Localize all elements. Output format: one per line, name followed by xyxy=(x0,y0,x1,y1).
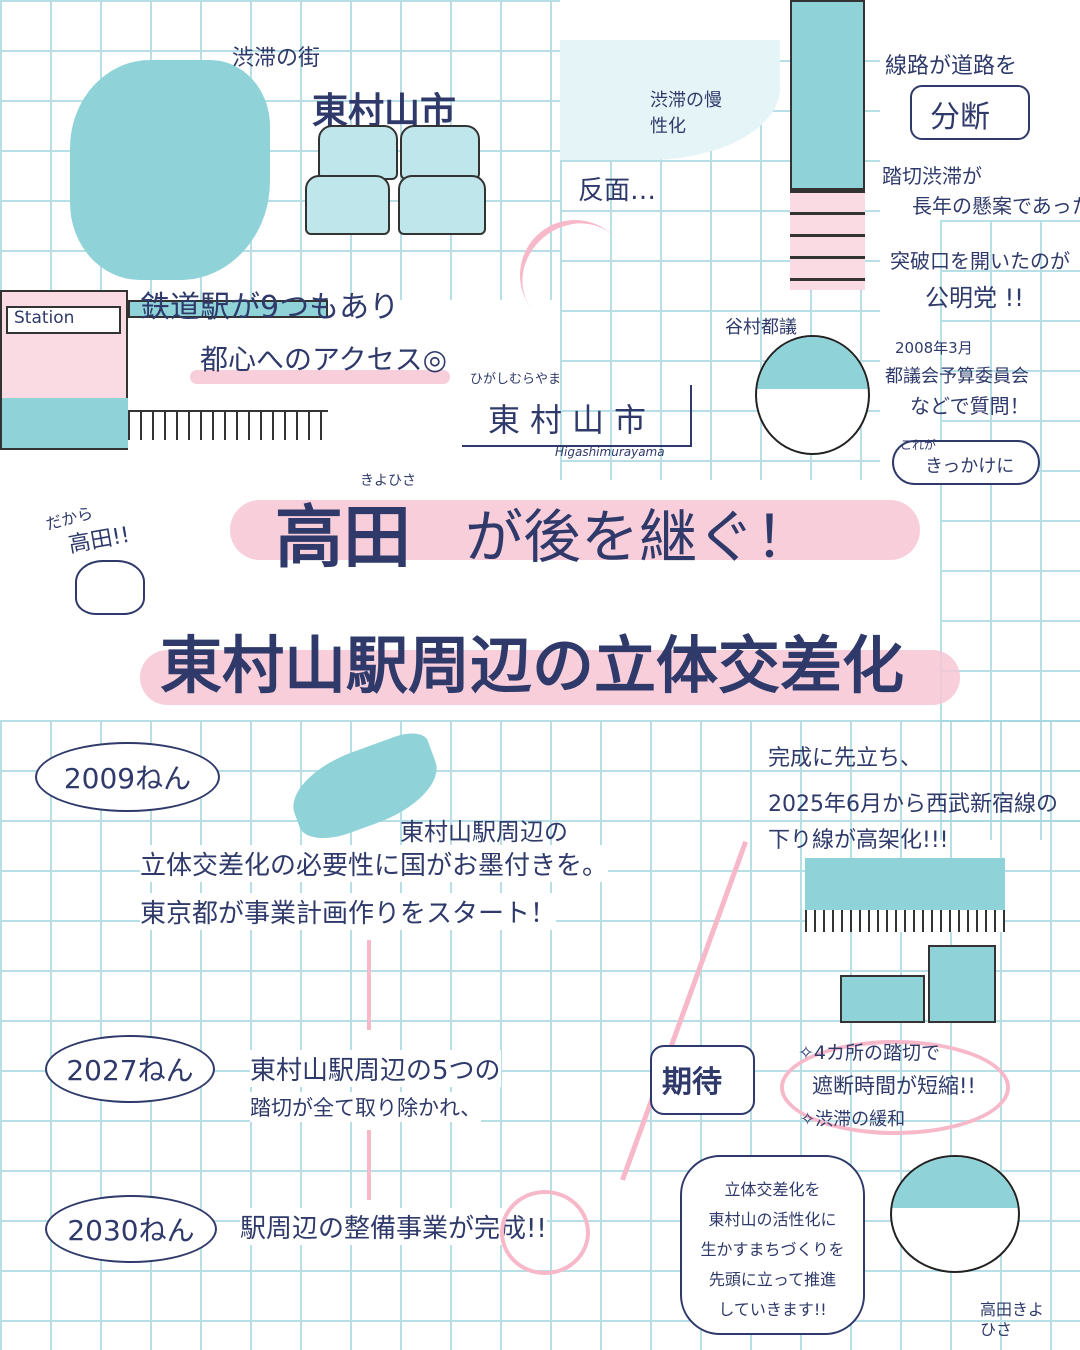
candidate-name: 高田 xyxy=(275,499,412,578)
kikkake-small: これが xyxy=(900,438,937,452)
hanmen-text: 反面… xyxy=(578,176,657,206)
benefit-circle xyxy=(780,1040,1010,1135)
train-icon xyxy=(790,0,865,190)
access-text: 都心へのアクセス◎ xyxy=(200,343,448,376)
kitai-text: 期待 xyxy=(662,1065,722,1100)
building-icon xyxy=(928,945,996,1023)
bundan-burst xyxy=(910,85,1030,140)
year-oval-2030: 2030ねん xyxy=(45,1195,217,1263)
cat-illustration xyxy=(75,560,145,615)
station-count-text: 鉄道駅が9つもあり xyxy=(140,290,400,325)
speech-line: 東村山の活性化に xyxy=(708,1210,837,1229)
year-oval-2009: 2009ねん xyxy=(35,742,220,812)
speech-line: 生かすまちづくりを xyxy=(700,1240,845,1259)
name-plate-furigana: ひがしむらやま xyxy=(470,372,562,387)
rail-road-text: 線路が道路を xyxy=(885,54,1018,79)
speech-line: 先頭に立って推進 xyxy=(708,1270,837,1289)
benefit-text-1: ✧4カ所の踏切で xyxy=(798,1042,941,1064)
timeline-text: 東京都が事業計画作りをスタート！ xyxy=(140,893,557,930)
committee-text: 都議会予算委員会 xyxy=(885,366,1029,387)
title-highlight xyxy=(230,500,920,560)
bundan-text: 分断 xyxy=(930,100,990,135)
highlight xyxy=(190,370,450,384)
congestion-caption: 渋滞の街 xyxy=(232,46,321,71)
station-building: Station xyxy=(0,290,128,450)
person-label: 谷村都議 xyxy=(725,317,797,338)
fence xyxy=(128,410,328,440)
station-roof xyxy=(128,300,328,318)
precede-text-2: 2025年6月から西武新宿線の xyxy=(768,792,1058,817)
subtitle-highlight xyxy=(140,650,960,705)
timeline-text: 駅周辺の整備事業が完成!! xyxy=(240,1208,547,1245)
speech-bubble: 立体交差化を 東村山の活性化に 生かすまちづくりを 先頭に立って推進 していきま… xyxy=(680,1155,865,1335)
timeline-text: 東村山駅周辺の xyxy=(400,818,568,846)
date-text: 2008年3月 xyxy=(895,339,973,357)
house-icon xyxy=(840,975,925,1023)
completion-circle xyxy=(500,1190,590,1275)
breakthrough-text-2: 公明党 !! xyxy=(925,284,1024,312)
city-map-shape xyxy=(70,60,270,280)
precede-text-1: 完成に先立ち、 xyxy=(768,746,923,771)
name-plate xyxy=(462,385,692,447)
speaker-name: 高田きよひさ xyxy=(980,1300,1045,1339)
benefit-text-2: 遮断時間が短縮!! xyxy=(812,1074,976,1098)
name-plate-romaji: Higashimurayama xyxy=(555,445,665,459)
title-suffix: が後を継ぐ！ xyxy=(465,503,814,571)
name-plate-name: 東村山市 xyxy=(488,401,657,439)
speech-line: 立体交差化を xyxy=(724,1180,821,1199)
kikkake-text: きっかけに xyxy=(925,456,1015,477)
tanimura-face xyxy=(755,335,870,455)
fumikiri-text-1: 踏切渋滞が xyxy=(882,164,982,188)
benefit-text-3: ✧渋滞の緩和 xyxy=(800,1109,906,1130)
down-arrow xyxy=(367,940,371,1030)
congestion-chronic-text: 渋滞の慢性化 xyxy=(650,90,722,137)
question-text: などで質問！ xyxy=(910,394,1030,418)
kitai-burst xyxy=(650,1045,755,1115)
fumikiri-text-2: 長年の懸案であった。 xyxy=(912,194,1080,218)
precede-text-3: 下り線が高架化!!! xyxy=(768,828,949,853)
timeline-text: 踏切が全て取り除かれ、 xyxy=(250,1092,482,1122)
elevated-rail xyxy=(805,910,1005,932)
rail-tracks xyxy=(790,190,865,290)
car-icon xyxy=(400,125,480,180)
down-arrow xyxy=(367,1130,371,1200)
breakthrough-text-1: 突破口を開いたのが xyxy=(890,249,1070,273)
title-furigana: きよひさ xyxy=(360,473,416,489)
station-sign: Station xyxy=(6,306,121,334)
kikkake-bubble xyxy=(892,440,1040,485)
subtitle: 東村山駅周辺の立体交差化 xyxy=(160,629,905,702)
car-icon xyxy=(305,175,390,235)
timeline-text: 立体交差化の必要性に国がお墨付きを。 xyxy=(140,845,609,882)
speech-line: していきます!! xyxy=(718,1300,827,1319)
takada-face xyxy=(890,1155,1020,1273)
year-oval-2027: 2027ねん xyxy=(45,1035,215,1103)
car-icon xyxy=(318,125,398,180)
timeline-text: 東村山駅周辺の5つの xyxy=(250,1050,501,1087)
car-icon xyxy=(398,175,486,235)
